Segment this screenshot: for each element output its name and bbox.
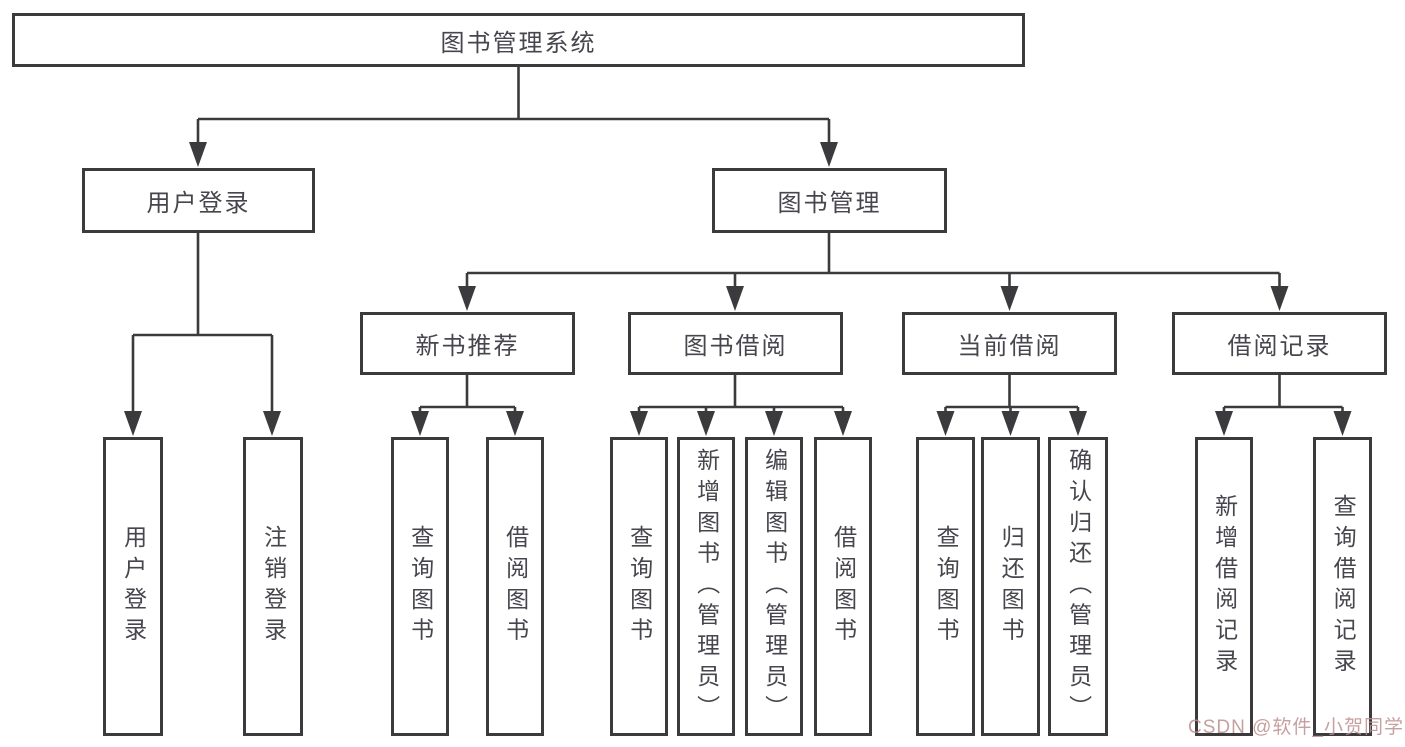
node-new-book-recommend: 新书推荐 bbox=[360, 312, 575, 375]
node-leaf-query-borrow-record: 查询借阅记录 bbox=[1313, 437, 1372, 736]
node-label: 新书推荐 bbox=[415, 333, 520, 360]
node-label: 图书管理系统 bbox=[440, 29, 597, 57]
node-user-login: 用户登录 bbox=[82, 168, 315, 233]
node-label: 用户登录 bbox=[146, 190, 251, 217]
node-label: 借阅图书 bbox=[502, 524, 529, 649]
node-label: 图书管理 bbox=[777, 190, 882, 217]
node-label: 借阅图书 bbox=[830, 524, 857, 649]
node-label: 注销登录 bbox=[260, 524, 287, 649]
node-label: 编辑图书（管理员） bbox=[761, 447, 788, 726]
node-borrow-record: 借阅记录 bbox=[1172, 312, 1387, 375]
node-label: 用户登录 bbox=[120, 524, 147, 649]
node-leaf-add-borrow-record: 新增借阅记录 bbox=[1195, 437, 1253, 736]
node-label: 查询图书 bbox=[626, 524, 653, 649]
node-leaf-query-books-current: 查询图书 bbox=[916, 437, 975, 736]
node-label: 图书借阅 bbox=[683, 333, 788, 360]
csdn-watermark: CSDN @软件_小贺同学 bbox=[1188, 717, 1404, 738]
node-leaf-borrow-books-recommend: 借阅图书 bbox=[486, 437, 544, 736]
node-book-management: 图书管理 bbox=[712, 168, 947, 233]
node-label: 查询借阅记录 bbox=[1330, 494, 1357, 679]
node-leaf-query-books-borrow: 查询图书 bbox=[610, 437, 668, 736]
node-leaf-query-books-recommend: 查询图书 bbox=[391, 437, 449, 736]
node-label: 借阅记录 bbox=[1227, 333, 1332, 360]
node-leaf-borrow-books: 借阅图书 bbox=[814, 437, 872, 736]
node-current-borrow: 当前借阅 bbox=[902, 312, 1117, 375]
node-leaf-add-books-admin: 新增图书（管理员） bbox=[677, 437, 735, 736]
node-label: 查询图书 bbox=[407, 524, 434, 649]
node-leaf-edit-books-admin: 编辑图书（管理员） bbox=[745, 437, 803, 736]
node-label: 查询图书 bbox=[933, 524, 960, 649]
node-book-borrow: 图书借阅 bbox=[628, 312, 843, 375]
node-label: 确认归还（管理员） bbox=[1065, 447, 1092, 726]
node-label: 新增图书（管理员） bbox=[693, 447, 720, 726]
node-label: 新增借阅记录 bbox=[1211, 494, 1238, 679]
node-leaf-return-books: 归还图书 bbox=[981, 437, 1040, 736]
node-leaf-user-login: 用户登录 bbox=[103, 437, 163, 736]
node-library-management-system: 图书管理系统 bbox=[12, 13, 1025, 67]
node-leaf-confirm-return-admin: 确认归还（管理员） bbox=[1048, 437, 1108, 736]
node-leaf-logout: 注销登录 bbox=[243, 437, 303, 736]
node-label: 归还图书 bbox=[998, 524, 1025, 649]
node-label: 当前借阅 bbox=[957, 333, 1062, 360]
